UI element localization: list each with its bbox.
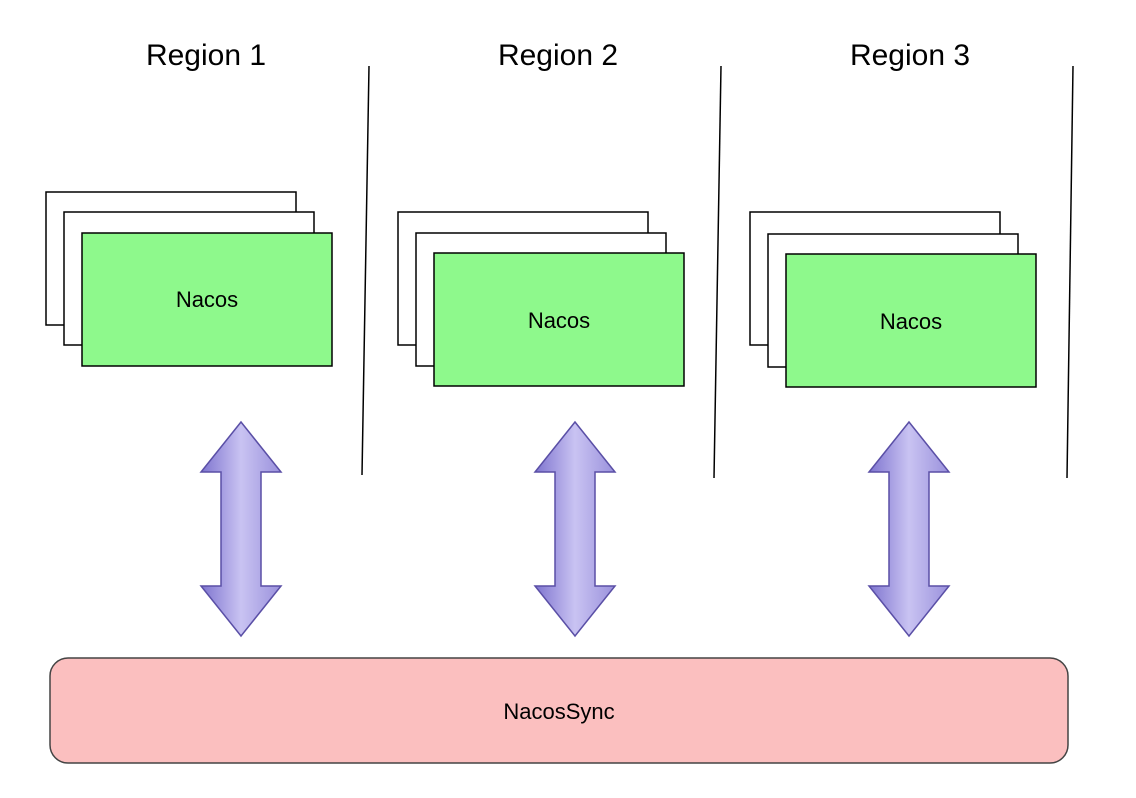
region-1-title: Region 1 xyxy=(146,39,266,72)
region-2-nacos-label: Nacos xyxy=(528,308,590,333)
region-1-sync-arrow xyxy=(199,420,283,638)
region-divider-3 xyxy=(1066,65,1074,479)
region-divider-1 xyxy=(361,65,370,476)
nacossync-bar xyxy=(49,657,1069,764)
region-3-nacos-label: Nacos xyxy=(880,309,942,334)
region-2-nacos-node xyxy=(433,252,685,387)
region-divider-2 xyxy=(713,65,722,479)
region-1-nacos-stack: Nacos xyxy=(45,191,333,367)
region-3-nacos-node xyxy=(785,253,1037,388)
region-1-nacos-node xyxy=(81,232,333,367)
nacossync-label: NacosSync xyxy=(503,699,614,724)
region-2-sync-arrow xyxy=(533,420,617,638)
region-3-nacos-stack: Nacos xyxy=(749,211,1037,388)
region-3-sync-arrow xyxy=(867,420,951,638)
region-1-nacos-label: Nacos xyxy=(176,287,238,312)
region-3-title: Region 3 xyxy=(850,39,970,72)
region-2-title: Region 2 xyxy=(498,39,618,72)
region-2-nacos-stack: Nacos xyxy=(397,211,685,387)
